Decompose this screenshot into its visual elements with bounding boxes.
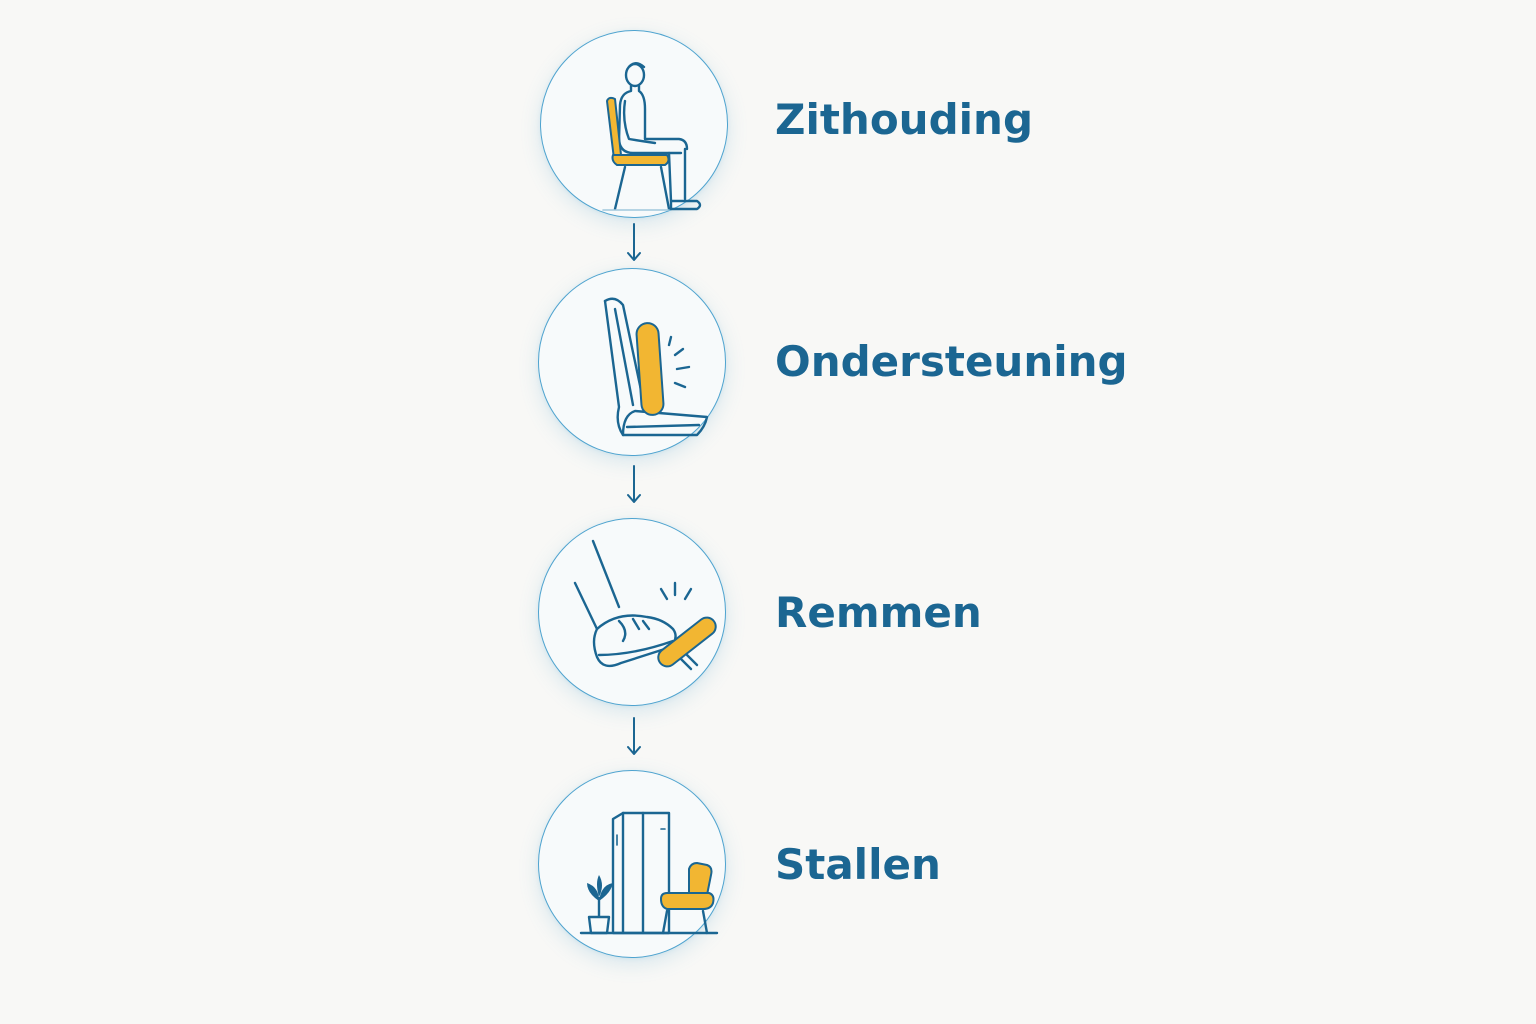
arrow-down-icon [627,717,641,755]
step-3-label: Remmen [775,588,982,637]
step-2-label: Ondersteuning [775,337,1128,386]
storage-room-icon [579,811,719,935]
step-4-circle [538,770,726,958]
step-4-label: Stallen [775,840,941,889]
lumbar-pillow [635,322,665,416]
storage-chair-back [688,862,713,896]
step-1-label: Zithouding [775,95,1034,144]
step-1-circle [540,30,728,218]
foot-on-brake-pedal-icon [573,539,717,671]
step-3-circle [538,518,726,706]
brake-pedal [657,616,717,668]
storage-chair-seat [660,892,715,910]
seated-person-icon [602,62,702,211]
seat-lumbar-support-icon [603,297,709,437]
chair-seat [611,154,670,166]
arrow-down-icon [627,223,641,261]
arrow-down-icon [627,465,641,503]
step-2-circle [538,268,726,456]
